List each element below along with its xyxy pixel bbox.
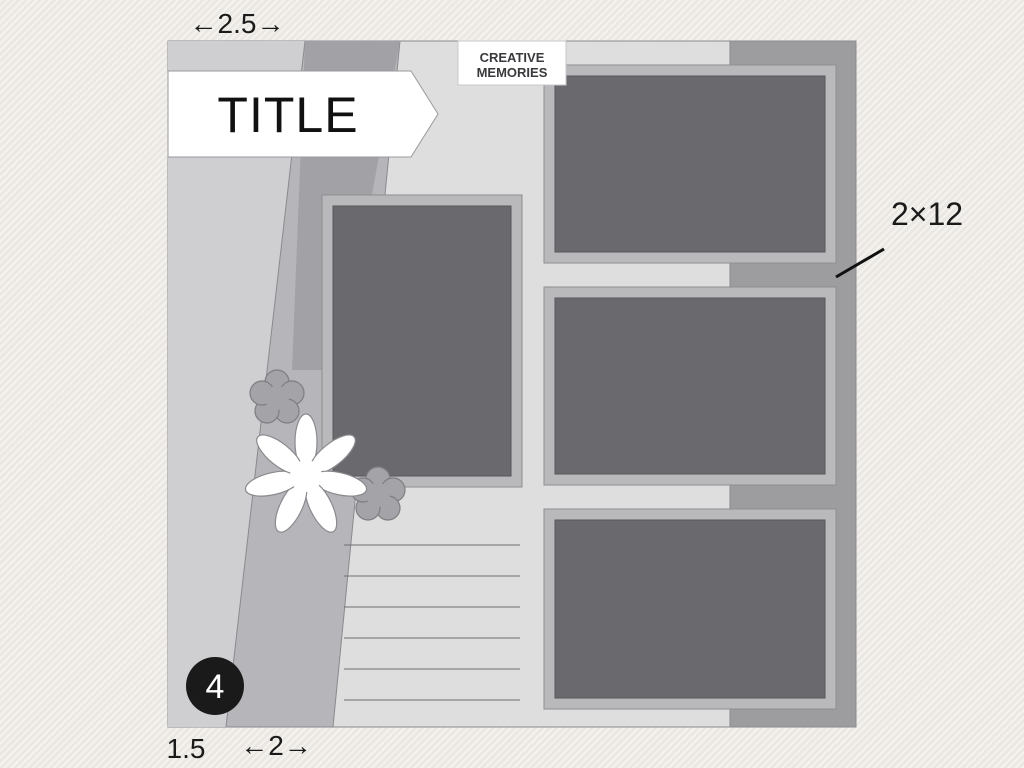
photo-right-3 [554,519,826,699]
photo-right-1 [554,75,826,253]
flower-small-gray-top [249,369,305,424]
flower-large-white [244,413,368,533]
strip-pointer-line [835,247,885,279]
page-number-badge [186,657,244,715]
logo-box [457,40,567,86]
title-banner [167,70,439,158]
page-number: 4 [206,668,225,706]
dimension-right-strip: 2×12 [891,196,963,232]
dimension-bottom-mid: ←2→ [240,730,312,761]
title-text: TITLE [217,87,358,143]
journal-lines [344,544,520,701]
dimension-bottom-left: 1.5 [167,733,206,764]
logo-line-2: MEMORIES [477,65,548,80]
photo-left [332,205,512,477]
flower-center [290,460,322,492]
photo-right-2 [554,297,826,475]
dimension-top-left: ←2.5→ [190,8,285,39]
logo-line-1: CREATIVE [480,50,545,65]
